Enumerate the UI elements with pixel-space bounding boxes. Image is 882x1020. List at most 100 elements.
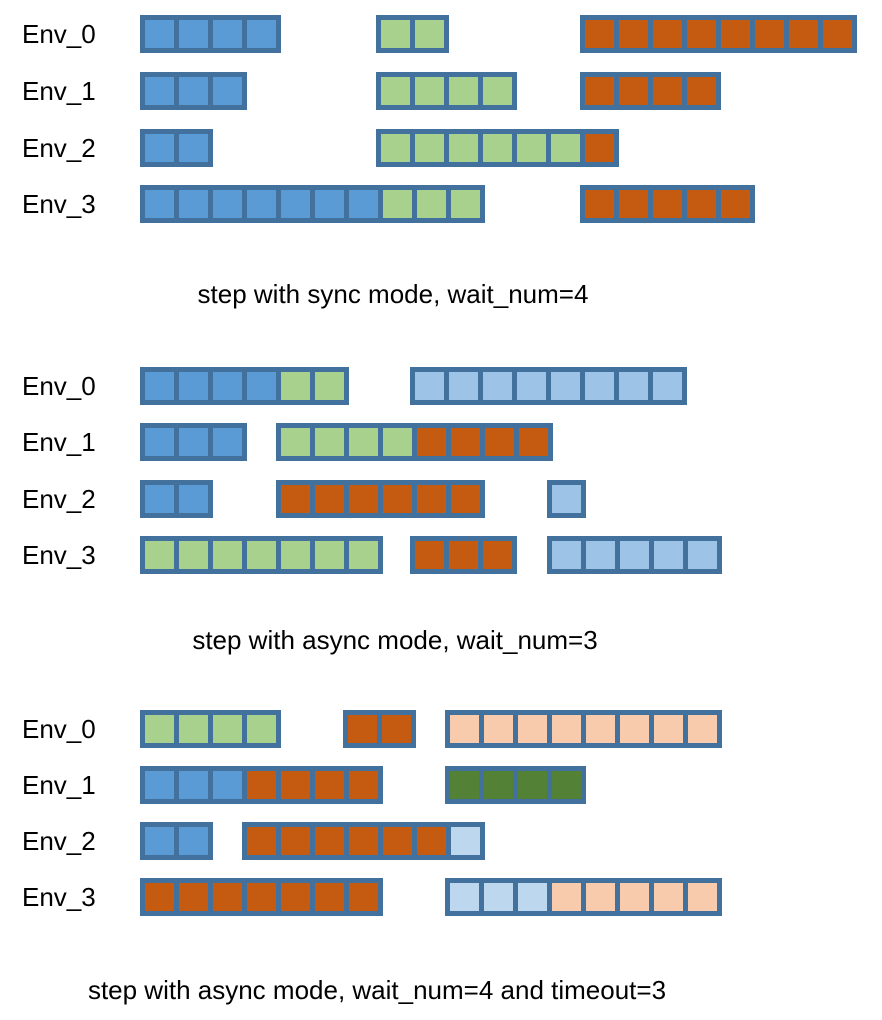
step-segment — [410, 536, 517, 574]
step-cell-green — [281, 541, 310, 569]
step-segment — [140, 536, 383, 574]
step-cell-blue — [179, 190, 208, 218]
step-cell-green — [517, 134, 546, 162]
step-segment — [276, 480, 485, 518]
step-cell-orange — [315, 485, 344, 513]
step-cell-lightblue — [551, 372, 580, 400]
step-cell-blue — [213, 190, 242, 218]
step-cell-orange — [349, 485, 378, 513]
step-cell-orange — [281, 485, 310, 513]
step-cell-orange — [585, 134, 614, 162]
step-cell-paleblue — [518, 883, 547, 911]
step-cell-peach — [620, 715, 649, 743]
step-cell-blue — [145, 372, 174, 400]
step-cell-green — [449, 77, 478, 105]
step-cell-orange — [349, 883, 378, 911]
step-cell-green — [281, 372, 310, 400]
step-cell-orange — [451, 428, 480, 456]
step-cell-orange — [247, 771, 276, 799]
step-cell-lightblue — [586, 541, 615, 569]
step-cell-blue — [179, 372, 208, 400]
env-label-panel3-env_1: Env_1 — [22, 769, 96, 800]
step-cell-lightblue — [449, 372, 478, 400]
async-mode-caption: step with async mode, wait_num=3 — [192, 625, 598, 655]
step-segment — [376, 129, 619, 167]
step-cell-paleblue — [451, 827, 480, 855]
step-cell-orange — [179, 883, 208, 911]
step-cell-green — [349, 428, 378, 456]
step-cell-green — [213, 541, 242, 569]
step-cell-orange — [519, 428, 548, 456]
step-cell-blue — [179, 134, 208, 162]
step-cell-orange — [585, 190, 614, 218]
step-cell-darkgreen — [484, 771, 513, 799]
step-cell-blue — [145, 771, 174, 799]
step-cell-paleblue — [484, 883, 513, 911]
step-cell-darkgreen — [450, 771, 479, 799]
step-segment — [376, 15, 449, 53]
step-cell-orange — [315, 827, 344, 855]
env-label-panel2-env_3: Env_3 — [22, 539, 96, 570]
step-cell-lightblue — [552, 485, 581, 513]
step-cell-blue — [247, 372, 276, 400]
step-cell-orange — [415, 541, 444, 569]
step-cell-orange — [755, 20, 784, 48]
step-segment — [140, 72, 247, 110]
step-cell-orange — [483, 541, 512, 569]
step-cell-peach — [484, 715, 513, 743]
step-cell-peach — [552, 715, 581, 743]
step-cell-green — [383, 190, 412, 218]
env-label-panel3-env_3: Env_3 — [22, 881, 96, 912]
step-cell-paleblue — [450, 883, 479, 911]
env-label-panel2-env_0: Env_0 — [22, 370, 96, 401]
step-segment — [140, 878, 383, 916]
step-cell-orange — [485, 428, 514, 456]
step-cell-peach — [586, 883, 615, 911]
step-cell-orange — [349, 771, 378, 799]
step-cell-blue — [247, 190, 276, 218]
step-cell-orange — [247, 827, 276, 855]
step-cell-peach — [450, 715, 479, 743]
step-cell-blue — [281, 190, 310, 218]
step-cell-orange — [145, 883, 174, 911]
step-cell-orange — [721, 20, 750, 48]
step-segment — [140, 710, 281, 748]
step-cell-blue — [247, 20, 276, 48]
step-cell-green — [383, 428, 412, 456]
step-cell-green — [179, 715, 208, 743]
step-cell-orange — [687, 190, 716, 218]
env-label-panel1-env_0: Env_0 — [22, 18, 96, 49]
step-cell-orange — [349, 827, 378, 855]
step-cell-green — [315, 372, 344, 400]
step-cell-lightblue — [653, 372, 682, 400]
step-cell-orange — [348, 715, 377, 743]
step-cell-green — [451, 190, 480, 218]
step-cell-orange — [687, 77, 716, 105]
step-segment — [140, 367, 349, 405]
step-segment — [547, 536, 722, 574]
step-cell-blue — [145, 77, 174, 105]
step-cell-lightblue — [483, 372, 512, 400]
step-cell-blue — [145, 190, 174, 218]
step-cell-orange — [585, 20, 614, 48]
step-cell-orange — [451, 485, 480, 513]
step-cell-lightblue — [585, 372, 614, 400]
step-segment — [376, 72, 517, 110]
step-cell-blue — [179, 20, 208, 48]
step-cell-blue — [179, 485, 208, 513]
step-segment — [140, 129, 213, 167]
step-cell-orange — [653, 77, 682, 105]
step-cell-lightblue — [654, 541, 683, 569]
step-segment — [140, 766, 383, 804]
step-cell-blue — [145, 20, 174, 48]
step-cell-orange — [315, 883, 344, 911]
step-cell-lightblue — [620, 541, 649, 569]
step-cell-orange — [382, 715, 411, 743]
step-cell-orange — [653, 20, 682, 48]
step-segment — [140, 423, 247, 461]
step-cell-lightblue — [552, 541, 581, 569]
step-segment — [580, 15, 857, 53]
step-cell-green — [213, 715, 242, 743]
step-cell-orange — [619, 77, 648, 105]
env-label-panel3-env_0: Env_0 — [22, 713, 96, 744]
